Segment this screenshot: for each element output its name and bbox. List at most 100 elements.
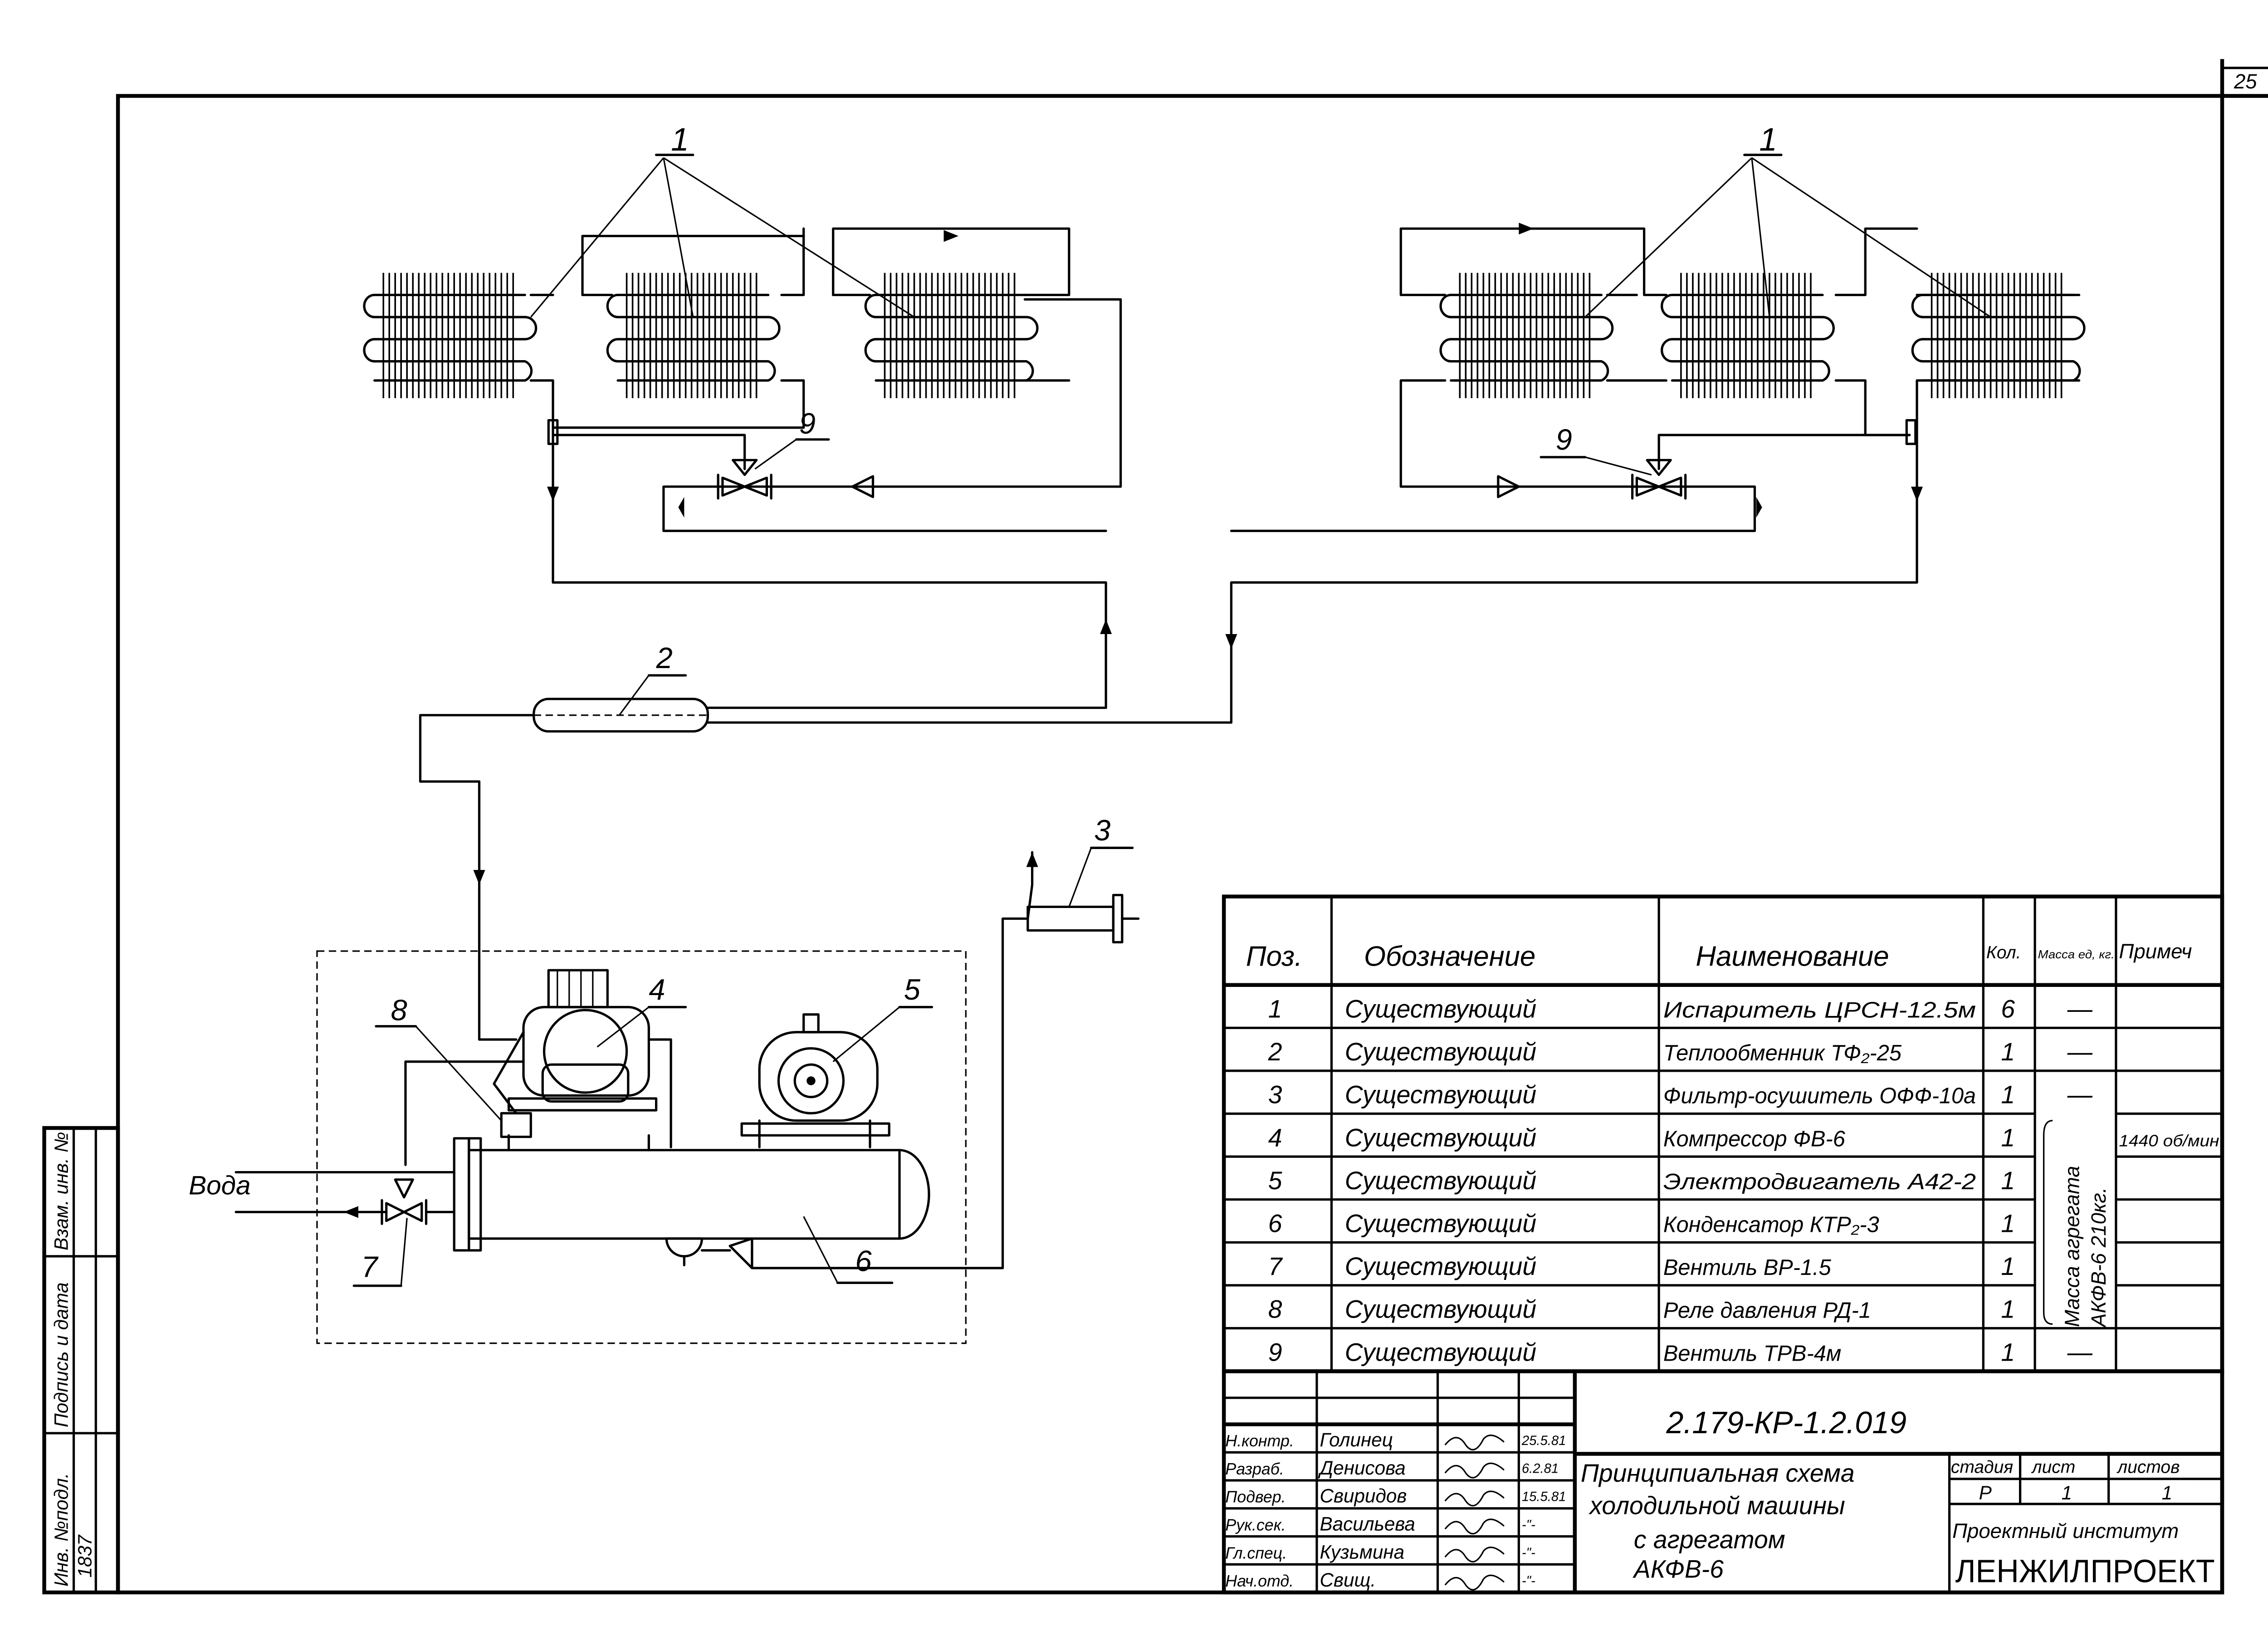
filter-icon (851, 475, 875, 498)
cell-qty: 1 (2001, 1252, 2015, 1280)
cell-qty: 1 (2001, 1038, 2015, 1066)
evaporator-coil (1911, 273, 2086, 398)
cell-qty: 6 (2001, 995, 2015, 1023)
coil-bend (363, 293, 376, 318)
title-line-4: АКФВ-6 (1633, 1555, 1724, 1583)
coil-bend (767, 316, 781, 341)
title-line-1: Принципиальная схема (1581, 1459, 1855, 1487)
unit-boundary (316, 950, 967, 1344)
cell-mass: — (2067, 1081, 2093, 1109)
cell-pos: 4 (1268, 1123, 1282, 1152)
signer-date: 15.5.81 (1522, 1489, 1566, 1504)
header-qty: Кол. (1986, 943, 2021, 962)
signer-role: Гл.спец. (1225, 1544, 1287, 1562)
arrow-icon (1911, 486, 1923, 502)
cell-qty: 1 (2001, 1338, 2015, 1366)
table-row: 2 Существующий Теплообменник ТФ₂-25 1 — (1222, 1038, 2224, 1072)
cell-mass: — (2067, 1038, 2093, 1066)
evaporator-coil (606, 273, 781, 398)
header-pos: Поз. (1246, 941, 1302, 972)
header-mass: Масса ед, кг. (2038, 947, 2115, 961)
cell-pos: 5 (1268, 1167, 1282, 1195)
electric-motor (740, 1013, 890, 1148)
cell-designation: Существующий (1345, 1123, 1536, 1152)
trv-valve-right (1497, 459, 1687, 500)
sheet-label: лист (2031, 1458, 2076, 1477)
stage-value: Р (1979, 1482, 1992, 1504)
cell-designation: Существующий (1345, 1252, 1536, 1280)
cell-pos: 6 (1268, 1210, 1282, 1238)
replace-inv-label: Взам. инв. № (51, 1132, 72, 1250)
signer-name: Свиридов (1320, 1485, 1407, 1507)
coil-bend (523, 360, 533, 382)
evaporator-coil (1661, 273, 1835, 398)
cell-designation: Существующий (1345, 995, 1536, 1023)
callout-3: 3 (1094, 814, 1110, 847)
unit-mass-note-line1: Масса агрегата (2061, 1166, 2084, 1327)
coil-bend (1821, 316, 1835, 341)
cell-name: Реле давления РД-1 (1663, 1299, 1871, 1323)
cell-mass: — (2067, 995, 2093, 1023)
sheets-value: 1 (2162, 1482, 2173, 1504)
cell-mass: — (2067, 1338, 2093, 1366)
evaporator-coil (1439, 273, 1614, 398)
callout-1-left: 1 (671, 122, 689, 158)
signer-role: Нач.отд. (1225, 1572, 1294, 1590)
signer-role: Рук.сек. (1225, 1516, 1286, 1534)
signer-name: Свищ. (1320, 1569, 1376, 1591)
arrow-icon (1756, 497, 1762, 518)
cell-name: Испаритель ЦРСН-12.5м (1663, 998, 1976, 1023)
sheets-label: листов (2116, 1458, 2180, 1477)
coil-bend (2072, 360, 2081, 382)
coil-bend (606, 293, 619, 318)
evaporator-group (363, 273, 2086, 398)
cell-qty: 1 (2001, 1295, 2015, 1323)
coil-bend (606, 338, 619, 363)
evaporator-coil (864, 273, 1039, 398)
callout-5: 5 (904, 973, 921, 1006)
signer-name: Голинец (1320, 1429, 1393, 1450)
cell-qty: 1 (2001, 1167, 2015, 1195)
page-number: 25 (2234, 70, 2257, 93)
arrow-icon (943, 230, 959, 242)
coil-bend (864, 293, 877, 318)
water-valve (235, 1171, 455, 1225)
signature-mark (1444, 1574, 1505, 1591)
cell-pos: 7 (1268, 1252, 1283, 1280)
header-name: Наименование (1696, 941, 1889, 972)
signer-name: Васильева (1320, 1513, 1415, 1535)
cell-pos: 2 (1268, 1038, 1282, 1066)
cell-name: Вентиль ТРВ-4м (1663, 1341, 1841, 1366)
cell-designation: Существующий (1345, 1081, 1536, 1109)
cell-pos: 8 (1268, 1295, 1282, 1323)
signer-name: Денисова (1318, 1457, 1405, 1479)
arrow-icon (678, 497, 684, 518)
callout-4: 4 (649, 973, 665, 1006)
cell-pos: 9 (1268, 1338, 1282, 1366)
cell-name: Теплообменник ТФ₂-25 (1663, 1041, 1902, 1065)
signer-date: -"- (1522, 1518, 1535, 1532)
heat-exchanger (419, 698, 1233, 1041)
signature-mark (1444, 1547, 1505, 1562)
filter-icon (1497, 475, 1520, 498)
evaporator-coil (363, 273, 538, 398)
water-label: Вода (189, 1171, 250, 1200)
callout-9-right: 9 (1556, 423, 1572, 456)
inv-no-label: Инв. №подл. (51, 1473, 72, 1587)
cell-designation: Существующий (1345, 1038, 1536, 1066)
signer-row: Гл.спец.Кузьмина-"- (1222, 1541, 1576, 1566)
callout-8: 8 (391, 994, 407, 1027)
callout-6: 6 (855, 1244, 872, 1277)
signer-role: Разраб. (1225, 1460, 1284, 1478)
inv-no-value: 1837 (74, 1534, 96, 1577)
coil-bend (523, 316, 538, 341)
cell-name: Компрессор ФВ-6 (1663, 1127, 1846, 1151)
